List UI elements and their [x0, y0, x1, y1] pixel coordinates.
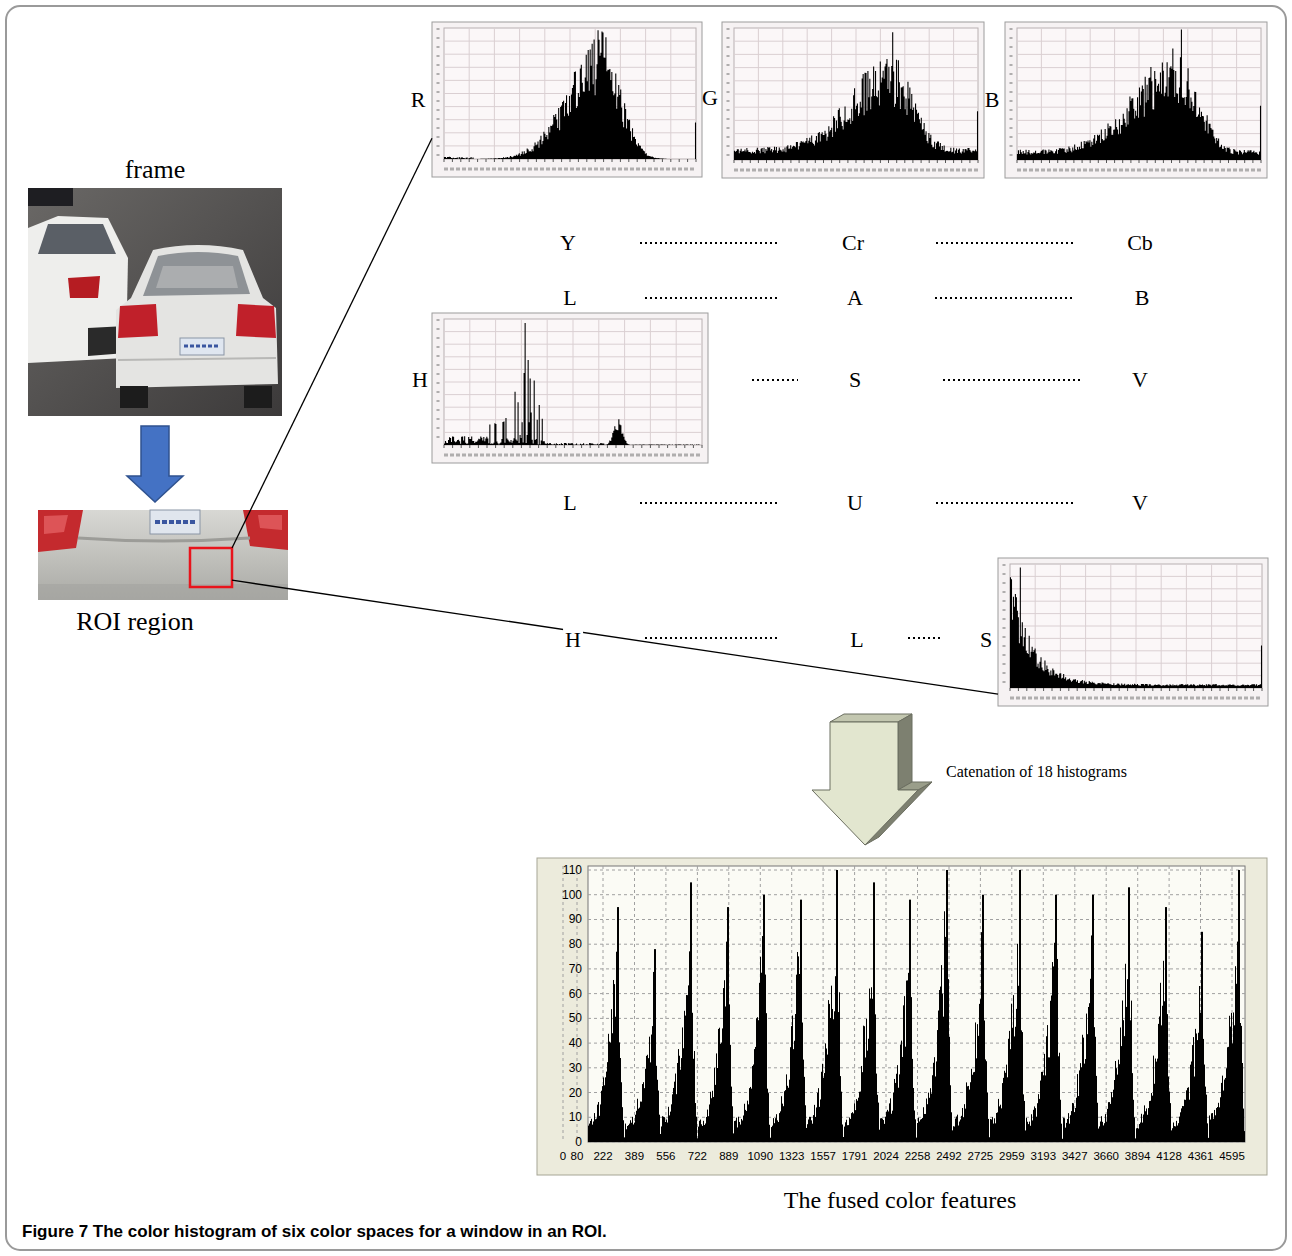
- histogram-plot: [432, 22, 702, 177]
- concatenated-histogram-plot: [537, 858, 1267, 1175]
- axis-tick-label: 80: [569, 938, 582, 950]
- axis-tick-label: 4361: [1188, 1151, 1214, 1163]
- axis-tick-label: 4128: [1156, 1151, 1182, 1163]
- axis-tick-label: 1791: [842, 1151, 868, 1163]
- figure-caption: Figure 7 The color histogram of six colo…: [22, 1223, 607, 1240]
- figure-border: [6, 6, 1286, 1250]
- channel-letter: Cr: [842, 232, 864, 254]
- axis-tick-label: 3427: [1062, 1151, 1088, 1163]
- node-label: The fused color features: [784, 1188, 1017, 1212]
- channel-letter: Cb: [1127, 232, 1153, 254]
- street-photo: [28, 188, 282, 416]
- axis-tick-label: 0: [560, 1151, 566, 1163]
- channel-letter: V: [1132, 492, 1148, 514]
- axis-tick-label: 30: [569, 1062, 582, 1074]
- histogram-panel: S: [998, 558, 1268, 706]
- axis-tick-label: 2492: [936, 1151, 962, 1163]
- axis-tick-label: 1323: [779, 1151, 805, 1163]
- photo-panel: frame: [28, 188, 282, 416]
- axis-tick-label: 2959: [999, 1151, 1025, 1163]
- histogram-plot: [432, 313, 708, 463]
- concatenated-histogram-panel: The fused color features: [537, 858, 1267, 1175]
- node-label: S: [980, 629, 992, 651]
- axis-tick-label: 4595: [1219, 1151, 1245, 1163]
- channel-letter: H: [563, 628, 583, 652]
- axis-tick-label: 2725: [968, 1151, 994, 1163]
- histogram-plot: [998, 558, 1268, 706]
- dotted-row-lines: [640, 243, 1080, 638]
- axis-tick-label: 60: [569, 988, 582, 1000]
- leader-line: [232, 138, 432, 548]
- axis-tick-label: 40: [569, 1037, 582, 1049]
- axis-tick-label: 2024: [873, 1151, 899, 1163]
- channel-letter: L: [850, 629, 863, 651]
- channel-letter: S: [849, 369, 861, 391]
- channel-letter: B: [1135, 287, 1150, 309]
- node-label: frame: [125, 157, 186, 183]
- axis-tick-label: 0: [575, 1136, 582, 1148]
- axis-tick-label: 1090: [747, 1151, 773, 1163]
- axis-tick-label: 222: [593, 1151, 612, 1163]
- channel-letter: Y: [560, 232, 576, 254]
- axis-tick-label: 70: [569, 963, 582, 975]
- histogram-plot: [1005, 22, 1267, 178]
- histogram-panel: G: [722, 22, 984, 178]
- crop-panel: ROI region: [38, 510, 288, 600]
- axis-tick-label: 556: [656, 1151, 675, 1163]
- axis-tick-label: 389: [625, 1151, 644, 1163]
- axis-tick-label: 110: [563, 864, 582, 876]
- axis-tick-label: 3894: [1125, 1151, 1151, 1163]
- axis-tick-label: 722: [688, 1151, 707, 1163]
- histogram-panel: R: [432, 22, 702, 177]
- leader-line: [232, 580, 998, 694]
- axis-tick-label: 20: [569, 1087, 582, 1099]
- axis-tick-label: 80: [571, 1151, 584, 1163]
- histogram-panel: H: [432, 313, 708, 463]
- histogram-plot: [722, 22, 984, 178]
- block-arrow: [127, 426, 183, 502]
- axis-tick-label: 50: [569, 1012, 582, 1024]
- node-label: H: [412, 369, 428, 391]
- arrow-label: Catenation of 18 histograms: [946, 764, 1127, 780]
- channel-letter: L: [563, 287, 576, 309]
- axis-tick-label: 90: [569, 913, 582, 925]
- axis-tick-label: 3660: [1093, 1151, 1119, 1163]
- histogram-panel: B: [1005, 22, 1267, 178]
- channel-letter: U: [847, 492, 863, 514]
- channel-letter: V: [1132, 369, 1148, 391]
- axis-tick-label: 100: [562, 889, 582, 901]
- node-label: ROI region: [76, 609, 194, 635]
- channel-letter: A: [847, 287, 863, 309]
- axis-tick-label: 889: [719, 1151, 738, 1163]
- axis-tick-label: 10: [569, 1111, 582, 1123]
- node-label: R: [411, 89, 426, 111]
- block-arrow-3d: [812, 714, 932, 845]
- axis-tick-label: 3193: [1031, 1151, 1057, 1163]
- node-label: B: [985, 89, 1000, 111]
- channel-letter: L: [563, 492, 576, 514]
- axis-tick-label: 1557: [810, 1151, 836, 1163]
- crop-photo: [38, 510, 288, 600]
- node-label: G: [702, 87, 718, 109]
- axis-tick-label: 2258: [905, 1151, 931, 1163]
